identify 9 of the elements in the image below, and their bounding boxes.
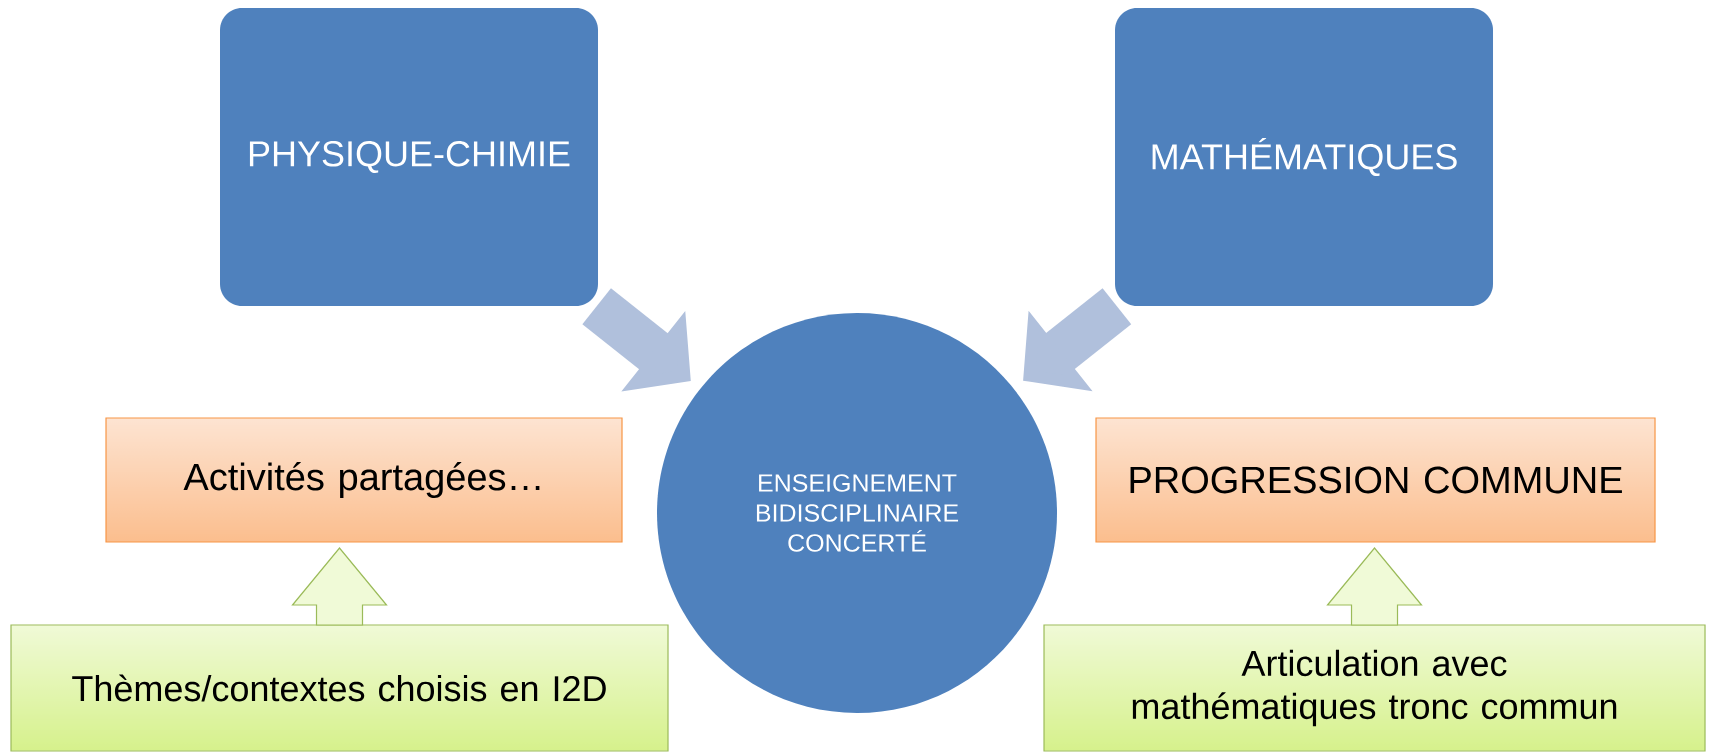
block-arrow [1326,547,1423,626]
source-box: Articulation avec mathématiques tronc commun [1043,624,1706,752]
topic-box: PROGRESSION COMMUNE [1095,417,1656,543]
subject-box: MATHÉMATIQUES [1115,8,1493,306]
topic-box: Activités partagées… [105,417,623,543]
subject-box: PHYSIQUE-CHIMIE [220,8,598,306]
block-arrow [1023,288,1132,392]
block-arrow [291,547,388,626]
source-box: Thèmes/contextes choisis en I2D [10,624,669,752]
